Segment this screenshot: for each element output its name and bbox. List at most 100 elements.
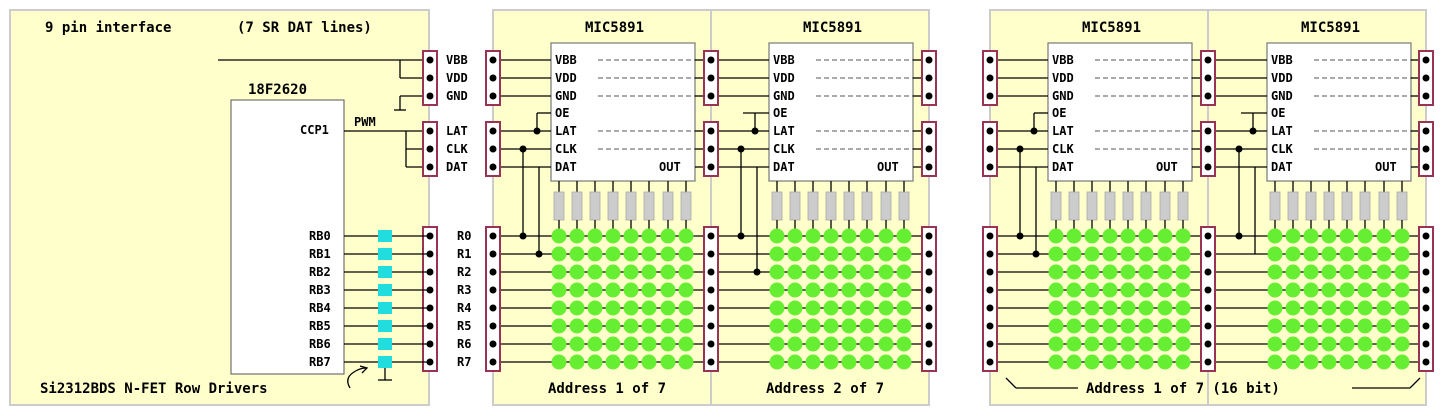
rb-pin-label: RB6 (309, 337, 331, 351)
led (605, 318, 621, 334)
connector-pin (489, 286, 497, 294)
connector-pin (1422, 145, 1430, 153)
connector-pin (707, 268, 715, 276)
connector-pin (925, 358, 933, 366)
row-pin-label: R0 (457, 229, 471, 243)
led (587, 228, 603, 244)
connector-pin (986, 268, 994, 276)
connector-pin (1422, 56, 1430, 64)
chip-title: MIC5891 (585, 20, 644, 36)
led (841, 228, 857, 244)
connector-pin (1422, 322, 1430, 330)
resistor (843, 191, 855, 221)
led (896, 300, 912, 316)
led (769, 336, 785, 352)
board-row-connector (1418, 226, 1434, 372)
resistor (880, 191, 892, 221)
connector-pin (426, 163, 434, 171)
led (1175, 354, 1191, 370)
resistor (1050, 191, 1062, 221)
led (1321, 282, 1337, 298)
led (1157, 336, 1173, 352)
chip-title: MIC5891 (803, 20, 862, 36)
connector-pin (1204, 163, 1212, 171)
junction-dot (1016, 145, 1024, 153)
mic5891-chip (550, 42, 696, 182)
connector-pin (1422, 92, 1430, 100)
connector-pin (489, 92, 497, 100)
led (1303, 300, 1319, 316)
connector-pin (986, 232, 994, 240)
connector-pin (707, 358, 715, 366)
resistor (861, 191, 873, 221)
resistor (1177, 191, 1189, 221)
chip-pin-label: DAT (773, 160, 795, 174)
connector-pin (925, 286, 933, 294)
led (1267, 336, 1283, 352)
connector-pin (1422, 163, 1430, 171)
led (878, 228, 894, 244)
junction-dot (519, 145, 527, 153)
led (769, 354, 785, 370)
led (1303, 318, 1319, 334)
connector-pin (489, 145, 497, 153)
led (1357, 318, 1373, 334)
chip-out-label: OUT (659, 160, 681, 174)
led (1321, 336, 1337, 352)
led (605, 354, 621, 370)
connector-pin (1422, 340, 1430, 348)
led (1066, 228, 1082, 244)
led (787, 282, 803, 298)
led (878, 246, 894, 262)
led (859, 228, 875, 244)
led (1303, 336, 1319, 352)
rb-pin-label: RB0 (309, 229, 331, 243)
led (1339, 282, 1355, 298)
connector-pin (986, 56, 994, 64)
junction-dot (1235, 232, 1243, 240)
led (1102, 336, 1118, 352)
led (1357, 282, 1373, 298)
led (569, 354, 585, 370)
chip-pin-label: GND (555, 89, 577, 103)
led (1157, 264, 1173, 280)
mcu-name: 18F2620 (248, 82, 307, 98)
rb-pin-label: RB3 (309, 283, 331, 297)
led (605, 300, 621, 316)
led (551, 354, 567, 370)
led (1394, 246, 1410, 262)
connector-pin (489, 358, 497, 366)
led (1048, 354, 1064, 370)
power-pin-label: VDD (446, 71, 468, 85)
led (1321, 354, 1337, 370)
led (1339, 246, 1355, 262)
led (1376, 264, 1392, 280)
led (678, 300, 694, 316)
resistor (625, 191, 637, 221)
resistor (589, 191, 601, 221)
connector-pin (986, 322, 994, 330)
chip-pin-label: VDD (1271, 71, 1293, 85)
led (896, 246, 912, 262)
resistor (553, 191, 565, 221)
junction-dot (1032, 250, 1040, 258)
connector-pin (1204, 92, 1212, 100)
led (1321, 228, 1337, 244)
connector-pin (986, 340, 994, 348)
led (859, 282, 875, 298)
led (569, 318, 585, 334)
led (660, 336, 676, 352)
led (1138, 318, 1154, 334)
connector-pin (707, 74, 715, 82)
led (1339, 318, 1355, 334)
led (1120, 318, 1136, 334)
led (587, 354, 603, 370)
chip-pin-label: VDD (773, 71, 795, 85)
led (587, 246, 603, 262)
led (823, 318, 839, 334)
connector-pin (707, 286, 715, 294)
connector-pin (1422, 250, 1430, 258)
led (1066, 354, 1082, 370)
chip-title: MIC5891 (1301, 20, 1360, 36)
